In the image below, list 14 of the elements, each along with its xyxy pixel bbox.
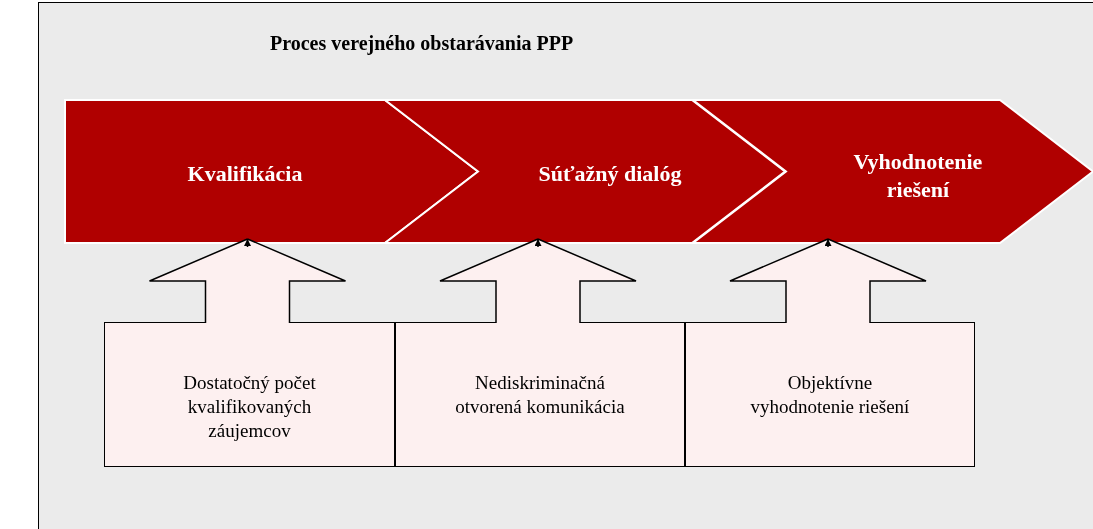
block-arrow — [439, 238, 637, 324]
chevron-step — [693, 100, 1093, 243]
callout-text: Dostatočný počet kvalifikovaných záujemcov — [182, 371, 317, 443]
diagram-title: Proces verejného obstarávania PPP — [270, 32, 574, 55]
step-label: Súťažný dialóg — [537, 160, 683, 188]
step-label: Vyhodnotenie riešení — [852, 148, 984, 203]
chevron-step — [385, 100, 785, 243]
callout-box — [395, 322, 685, 467]
callout-box — [104, 322, 395, 467]
block-arrow — [148, 238, 347, 324]
callout-text: Objektívne vyhodnotenie riešení — [749, 371, 911, 419]
callout-box — [685, 322, 975, 467]
callout-text: Nediskriminačná otvorená komunikácia — [454, 371, 626, 419]
block-arrow — [729, 238, 927, 324]
